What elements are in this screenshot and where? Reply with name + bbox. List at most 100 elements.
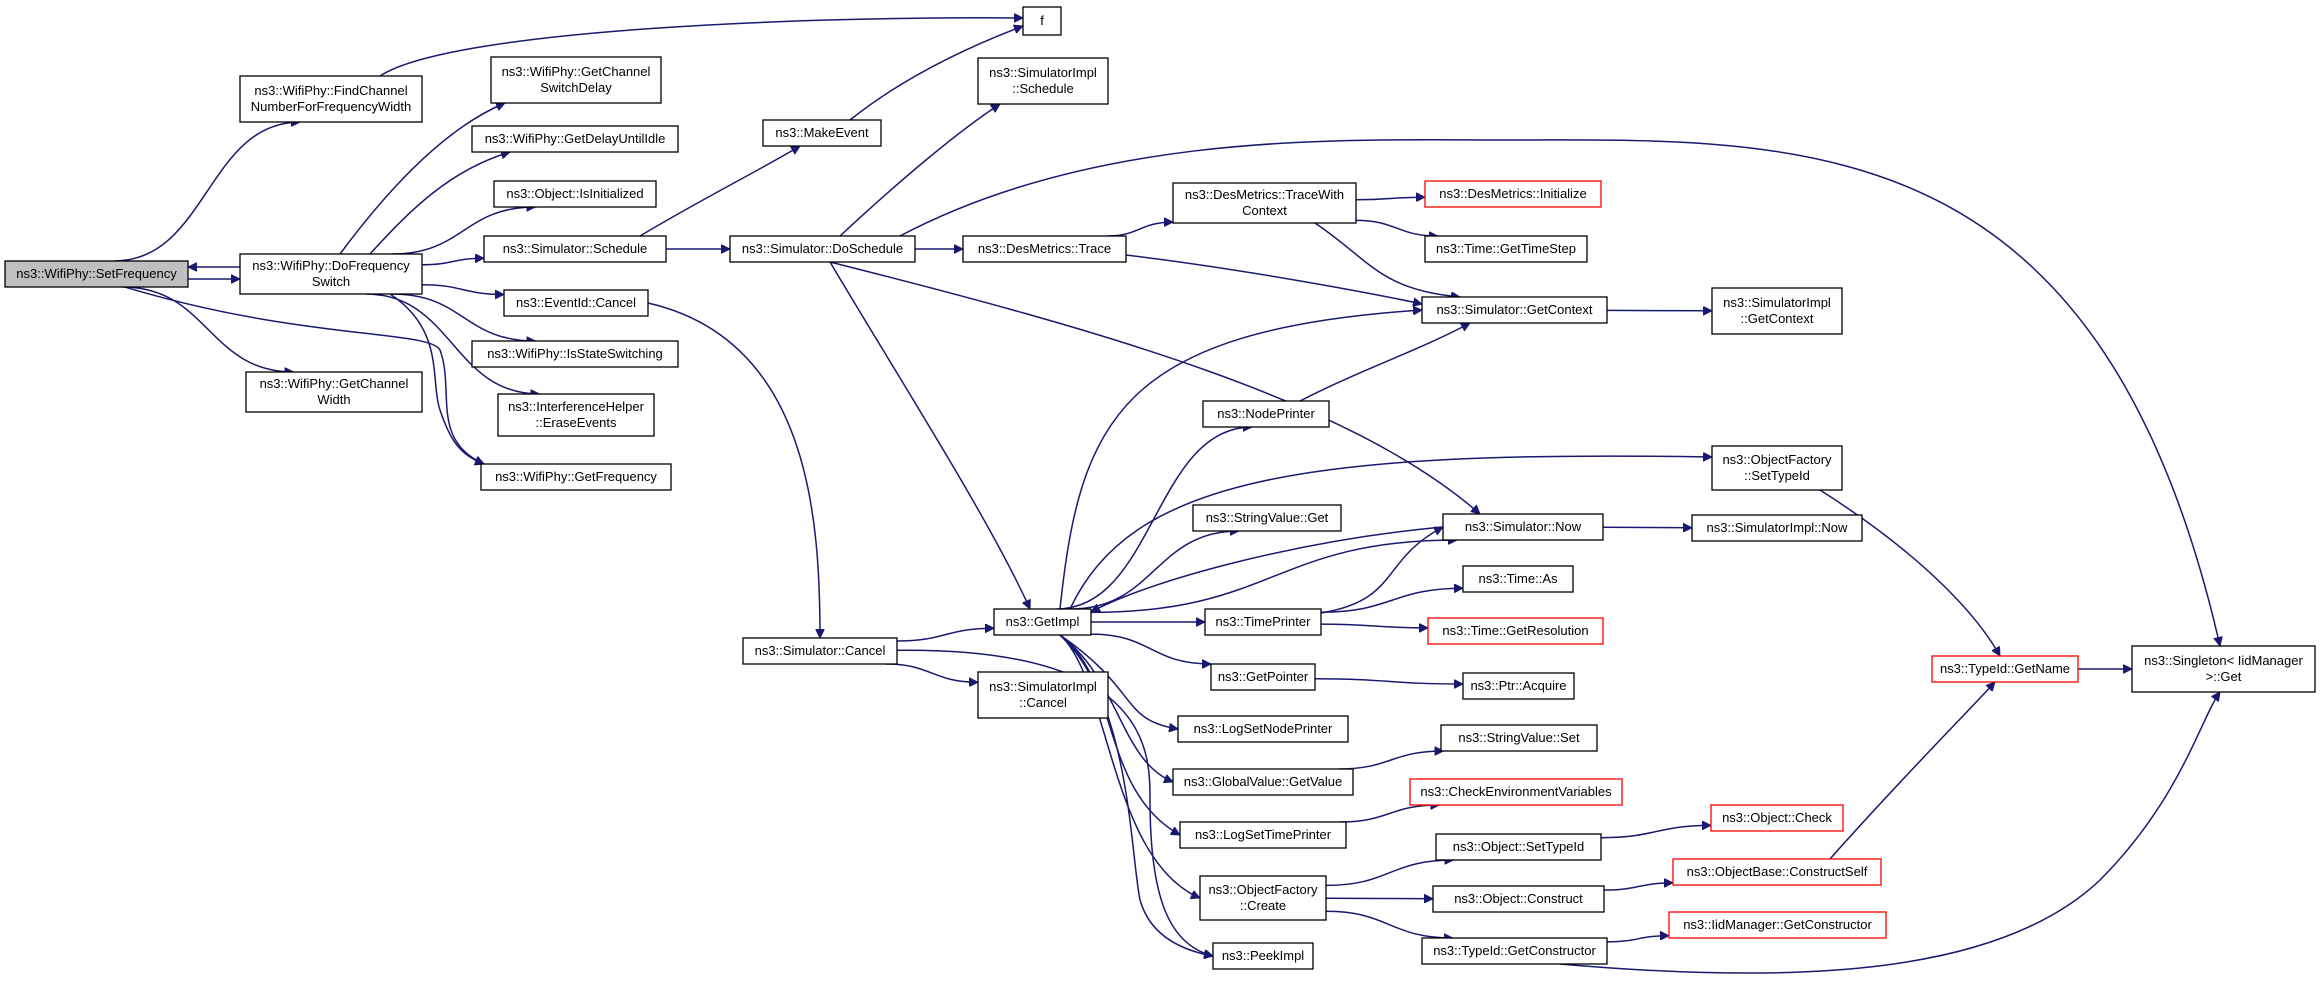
node-constructself[interactable]: ns3::ObjectBase::ConstructSelf bbox=[1672, 858, 1882, 886]
node-globalget[interactable]: ns3::GlobalValue::GetValue bbox=[1172, 768, 1354, 796]
node-label: Context bbox=[1242, 203, 1287, 218]
node-timeas[interactable]: ns3::Time::As bbox=[1462, 565, 1574, 593]
node-isinit[interactable]: ns3::Object::IsInitialized bbox=[493, 180, 657, 208]
node-label: ns3::Object::Construct bbox=[1454, 891, 1583, 906]
node-logsettime[interactable]: ns3::LogSetTimePrinter bbox=[1179, 821, 1347, 849]
node-label: ns3::Simulator::Cancel bbox=[755, 643, 886, 658]
edge-line bbox=[1059, 634, 1178, 729]
node-simimplnow[interactable]: ns3::SimulatorImpl::Now bbox=[1691, 514, 1863, 542]
node-box bbox=[471, 340, 679, 368]
node-settypeid[interactable]: ns3::ObjectFactory::SetTypeId bbox=[1711, 445, 1843, 491]
node-desinit[interactable]: ns3::DesMetrics::Initialize bbox=[1424, 180, 1602, 208]
edge-getimpl-to-logsetnode bbox=[1059, 634, 1178, 729]
node-label: ns3::SimulatorImpl bbox=[989, 65, 1097, 80]
edge-typeidgetcons-to-singletonget bbox=[1559, 692, 2221, 974]
node-simimplcancel[interactable]: ns3::SimulatorImpl::Cancel bbox=[977, 671, 1109, 719]
edge-objfactcreate-to-objconstruct bbox=[1325, 898, 1433, 899]
node-simschedule[interactable]: ns3::Simulator::Schedule bbox=[483, 235, 667, 263]
node-getcontext[interactable]: ns3::Simulator::GetContext bbox=[1421, 296, 1608, 324]
node-label: ns3::Simulator::GetContext bbox=[1436, 302, 1592, 317]
edge-line bbox=[1603, 883, 1673, 891]
node-label: ns3::SimulatorImpl bbox=[1723, 295, 1831, 310]
node-simcancel[interactable]: ns3::Simulator::Cancel bbox=[742, 637, 898, 665]
node-stringset[interactable]: ns3::StringValue::Set bbox=[1440, 724, 1598, 752]
node-label: ns3::Object::IsInitialized bbox=[506, 186, 643, 201]
node-findchan[interactable]: ns3::WifiPhy::FindChannelNumberForFreque… bbox=[239, 75, 423, 123]
node-box bbox=[1022, 6, 1062, 36]
node-erase[interactable]: ns3::InterferenceHelper::EraseEvents bbox=[497, 393, 655, 437]
edge-destrace-to-getcontext bbox=[1125, 254, 1422, 304]
node-getimpl[interactable]: ns3::GetImpl bbox=[993, 608, 1092, 636]
node-simimplgetcontext[interactable]: ns3::SimulatorImpl::GetContext bbox=[1711, 287, 1843, 335]
call-edges bbox=[113, 18, 2221, 974]
node-peekimpl[interactable]: ns3::PeekImpl bbox=[1212, 942, 1314, 970]
edge-line bbox=[896, 628, 994, 642]
node-objcheck[interactable]: ns3::Object::Check bbox=[1710, 804, 1844, 832]
node-getres[interactable]: ns3::Time::GetResolution bbox=[1427, 617, 1604, 645]
node-iidgetcons[interactable]: ns3::IidManager::GetConstructor bbox=[1668, 911, 1887, 939]
node-box bbox=[497, 393, 655, 437]
node-logsetnode[interactable]: ns3::LogSetNodePrinter bbox=[1177, 715, 1349, 743]
node-simnow[interactable]: ns3::Simulator::Now bbox=[1442, 513, 1604, 541]
node-box bbox=[1179, 821, 1347, 849]
node-objfactcreate[interactable]: ns3::ObjectFactory::Create bbox=[1199, 875, 1327, 921]
node-label: ns3::NodePrinter bbox=[1217, 406, 1315, 421]
node-getdelay[interactable]: ns3::WifiPhy::GetDelayUntilIdle bbox=[471, 125, 679, 153]
node-objsettypeid[interactable]: ns3::Object::SetTypeId bbox=[1435, 833, 1602, 861]
node-box bbox=[962, 235, 1127, 263]
node-checkenv[interactable]: ns3::CheckEnvironmentVariables bbox=[1409, 778, 1623, 806]
node-box bbox=[239, 253, 423, 295]
node-setfreq[interactable]: ns3::WifiPhy::SetFrequency bbox=[4, 260, 189, 288]
edge-line bbox=[1559, 692, 2221, 974]
node-label: ::SetTypeId bbox=[1744, 468, 1810, 483]
edge-line bbox=[1339, 805, 1440, 823]
node-f[interactable]: f bbox=[1022, 6, 1062, 36]
node-getpointer[interactable]: ns3::GetPointer bbox=[1210, 663, 1316, 691]
node-doschedule[interactable]: ns3::Simulator::DoSchedule bbox=[729, 235, 916, 263]
node-timeprinter[interactable]: ns3::TimePrinter bbox=[1204, 608, 1322, 636]
edge-line bbox=[421, 284, 504, 295]
node-getfreq[interactable]: ns3::WifiPhy::GetFrequency bbox=[480, 463, 672, 491]
edge-doschedule-to-singletonget bbox=[899, 138, 2220, 646]
edge-line bbox=[124, 286, 484, 464]
node-box bbox=[1421, 296, 1608, 324]
node-box bbox=[1424, 180, 1602, 208]
node-makeevent[interactable]: ns3::MakeEvent bbox=[762, 119, 882, 147]
node-objconstruct[interactable]: ns3::Object::Construct bbox=[1432, 885, 1605, 913]
node-label: f bbox=[1040, 13, 1044, 28]
node-gettimestep[interactable]: ns3::Time::GetTimeStep bbox=[1424, 235, 1588, 263]
node-label: ns3::DesMetrics::Trace bbox=[978, 241, 1111, 256]
node-label: ns3::WifiPhy::IsStateSwitching bbox=[487, 346, 663, 361]
node-box bbox=[1172, 768, 1354, 796]
node-label: ns3::Singleton< IidManager bbox=[2144, 653, 2303, 668]
node-typeidgetname[interactable]: ns3::TypeId::GetName bbox=[1931, 655, 2079, 683]
edge-objfactcreate-to-objsettypeid bbox=[1325, 860, 1453, 887]
node-label: ns3::ObjectFactory bbox=[1208, 882, 1318, 897]
node-box bbox=[1424, 235, 1588, 263]
node-eventcancel[interactable]: ns3::EventId::Cancel bbox=[503, 289, 649, 317]
edge-getimpl-to-simnow bbox=[1090, 540, 1457, 614]
edge-simcancel-to-peekimpl bbox=[869, 649, 1213, 956]
node-ptracquire[interactable]: ns3::Ptr::Acquire bbox=[1462, 672, 1575, 700]
node-box bbox=[490, 56, 662, 104]
edge-makeevent-to-f bbox=[849, 26, 1023, 121]
edge-line bbox=[1069, 456, 1712, 610]
node-destrace[interactable]: ns3::DesMetrics::Trace bbox=[962, 235, 1127, 263]
edge-destracewith-to-desinit bbox=[1355, 197, 1425, 200]
node-typeidgetcons[interactable]: ns3::TypeId::GetConstructor bbox=[1421, 937, 1608, 965]
node-label: ns3::PeekImpl bbox=[1222, 948, 1304, 963]
edge-constructself-to-typeidgetname bbox=[1829, 682, 1995, 860]
node-singletonget[interactable]: ns3::Singleton< IidManager>::Get bbox=[2131, 645, 2316, 693]
node-label: ::Schedule bbox=[1012, 81, 1073, 96]
node-box bbox=[1432, 885, 1605, 913]
node-nodeprinter[interactable]: ns3::NodePrinter bbox=[1202, 400, 1330, 428]
edge-eventcancel-to-simcancel bbox=[647, 302, 820, 638]
node-stringget[interactable]: ns3::StringValue::Get bbox=[1192, 504, 1342, 532]
node-simimplschedule[interactable]: ns3::SimulatorImpl::Schedule bbox=[977, 57, 1109, 105]
node-isstate[interactable]: ns3::WifiPhy::IsStateSwitching bbox=[471, 340, 679, 368]
